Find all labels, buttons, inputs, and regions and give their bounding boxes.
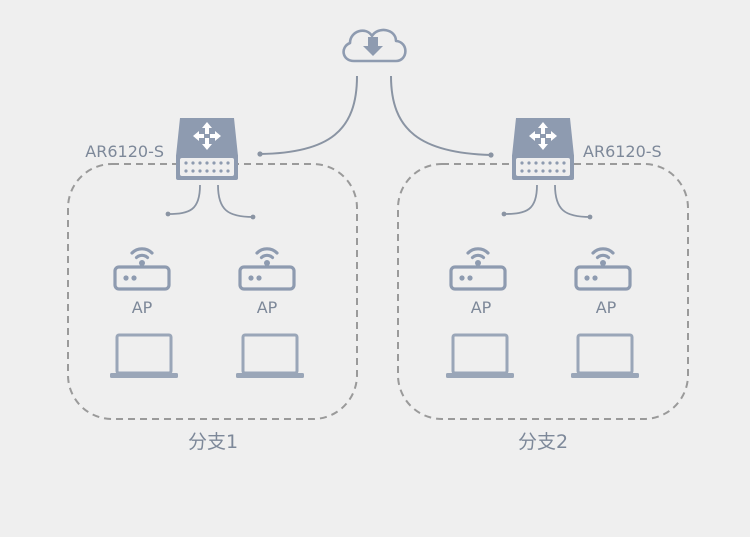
wifi-ap-icon bbox=[449, 247, 507, 291]
link-endpoint bbox=[488, 152, 494, 158]
ap-label: AP bbox=[257, 298, 278, 317]
cloud-download-icon bbox=[342, 28, 407, 63]
laptop-icon bbox=[570, 333, 640, 380]
branch-2-label: 分支2 bbox=[518, 431, 568, 453]
link-cloud-router-2 bbox=[390, 75, 492, 156]
wifi-ap-icon bbox=[238, 247, 296, 291]
laptop-icon bbox=[445, 333, 515, 380]
link-cloud-router-1 bbox=[259, 75, 358, 155]
branch-1-boundary bbox=[67, 163, 358, 420]
branch-2-boundary bbox=[397, 163, 689, 420]
ap-label: AP bbox=[596, 298, 617, 317]
laptop-icon bbox=[109, 333, 179, 380]
router-icon bbox=[176, 118, 238, 180]
laptop-icon bbox=[235, 333, 305, 380]
lan-links bbox=[167, 184, 591, 218]
router-2-model-label: AR6120-S bbox=[583, 142, 662, 161]
link-endpoint bbox=[257, 151, 263, 157]
router-1-model-label: AR6120-S bbox=[85, 142, 164, 161]
wifi-ap-icon bbox=[113, 247, 171, 291]
wifi-ap-icon bbox=[574, 247, 632, 291]
wan-links bbox=[259, 75, 492, 156]
router-icon bbox=[512, 118, 574, 180]
branch-1-label: 分支1 bbox=[188, 431, 238, 453]
ap-label: AP bbox=[471, 298, 492, 317]
ap-label: AP bbox=[132, 298, 153, 317]
